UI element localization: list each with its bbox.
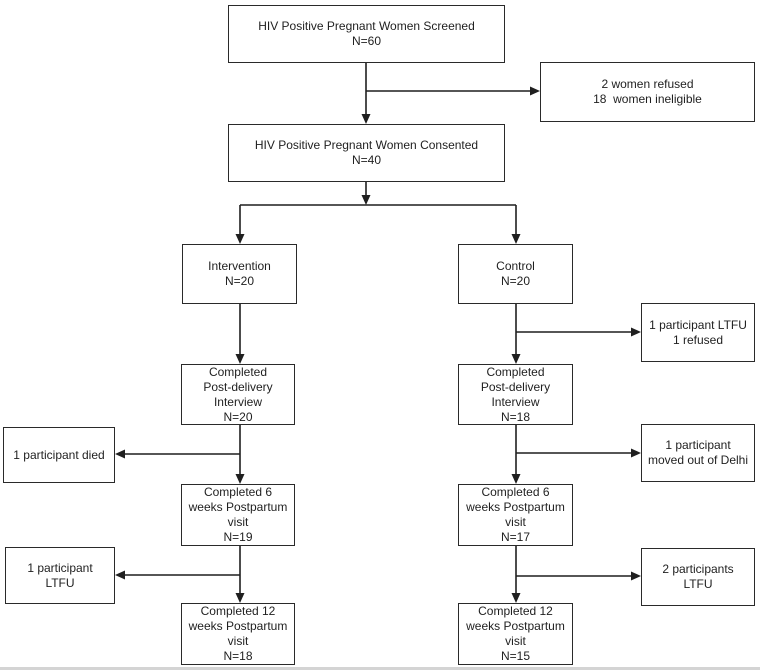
arrow-screened-to-consented (361, 63, 371, 124)
box-control: Control N=20 (458, 244, 573, 304)
box-control-12weeks: Completed 12 weeks Postpartum visit N=15 (458, 603, 573, 665)
box-control-ltfu-refused: 1 participant LTFU 1 refused (641, 303, 755, 362)
arrow-to-moved-out-of-delhi (516, 448, 641, 458)
box-consented: HIV Positive Pregnant Women Consented N=… (228, 124, 505, 182)
box-intervention: Intervention N=20 (182, 244, 297, 304)
arrow-to-intervention-ltfu (115, 570, 240, 580)
box-intervention-12weeks: Completed 12 weeks Postpartum visit N=18 (181, 603, 295, 665)
box-screened: HIV Positive Pregnant Women Screened N=6… (228, 5, 505, 63)
arrow-intervention-6weeks-to-12weeks (235, 546, 245, 603)
box-participant-died: 1 participant died (3, 427, 115, 483)
box-refused-ineligible: 2 women refused 18 women ineligible (540, 62, 755, 122)
box-intervention-ltfu: 1 participant LTFU (5, 547, 115, 604)
arrow-to-control-ltfu (516, 571, 641, 581)
arrow-to-participant-died (115, 449, 240, 459)
arrow-split-to-control (511, 205, 521, 244)
box-intervention-6weeks: Completed 6 weeks Postpartum visit N=19 (181, 484, 295, 546)
box-control-ltfu: 2 participants LTFU (641, 548, 755, 606)
arrow-control-to-postdelivery (511, 304, 521, 364)
arrow-consented-to-split (361, 182, 371, 205)
figure-bottom-edge (0, 667, 760, 670)
box-control-postdelivery: Completed Post-delivery Interview N=18 (458, 364, 573, 425)
arrow-intervention-to-postdelivery (235, 304, 245, 364)
arrow-split-to-intervention (235, 205, 245, 244)
box-intervention-postdelivery: Completed Post-delivery Interview N=20 (181, 364, 295, 425)
arrow-screened-to-refused-ineligible (366, 86, 540, 96)
arrow-intervention-postdelivery-to-6weeks (235, 425, 245, 484)
arrow-control-postdelivery-to-6weeks (511, 425, 521, 484)
box-moved-out-of-delhi: 1 participant moved out of Delhi (641, 424, 755, 482)
box-control-6weeks: Completed 6 weeks Postpartum visit N=17 (458, 484, 573, 546)
arrow-control-to-ltfu-refused (516, 327, 641, 337)
arrow-control-6weeks-to-12weeks (511, 546, 521, 603)
